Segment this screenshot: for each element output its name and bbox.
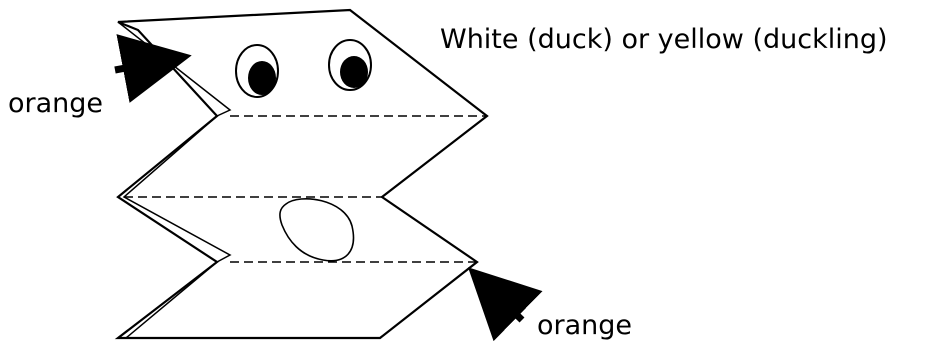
arrow-right-icon bbox=[114, 34, 192, 103]
bottom-orange-label: orange bbox=[537, 310, 633, 341]
arrow-up-left-icon bbox=[467, 267, 543, 342]
right-eye bbox=[328, 39, 372, 91]
tongue bbox=[279, 197, 355, 262]
left-eye bbox=[235, 44, 279, 98]
inner-edge-left bbox=[122, 115, 232, 263]
color-note-label: White (duck) or yellow (duckling) bbox=[440, 24, 888, 55]
paper-outline bbox=[114, 8, 489, 340]
left-orange-label: orange bbox=[8, 88, 104, 119]
inner-edge-left-bottom bbox=[125, 261, 218, 339]
